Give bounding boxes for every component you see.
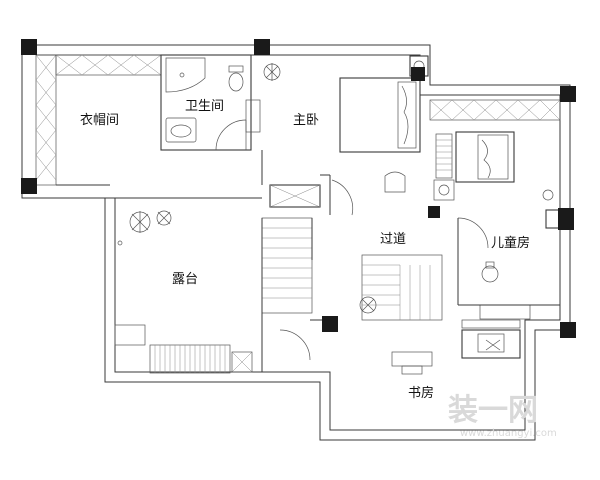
- label-closet: 衣帽间: [80, 112, 119, 128]
- structural-columns: [21, 39, 576, 338]
- label-terrace: 露台: [172, 272, 198, 287]
- master-bedroom-area: [261, 55, 429, 216]
- kids-room-area: [429, 99, 561, 320]
- label-kids-room: 儿童房: [491, 235, 530, 251]
- watermark-url: www.zhuangyi.com: [460, 428, 557, 439]
- label-master-bedroom: 主卧: [293, 113, 319, 128]
- watermark: 装一网 www.zhuangyi.com: [448, 393, 557, 439]
- watermark-logo: 装一网: [448, 393, 538, 428]
- label-corridor: 过道: [380, 232, 406, 247]
- label-bathroom: 卫生间: [185, 99, 224, 114]
- label-study: 书房: [408, 385, 434, 401]
- room-labels: 衣帽间 卫生间 主卧 露台 过道 儿童房 书房: [80, 99, 530, 401]
- bathroom-area: [160, 54, 261, 151]
- study-area: [391, 319, 521, 375]
- corridor-area: [261, 217, 443, 372]
- terrace-area: [105, 197, 262, 374]
